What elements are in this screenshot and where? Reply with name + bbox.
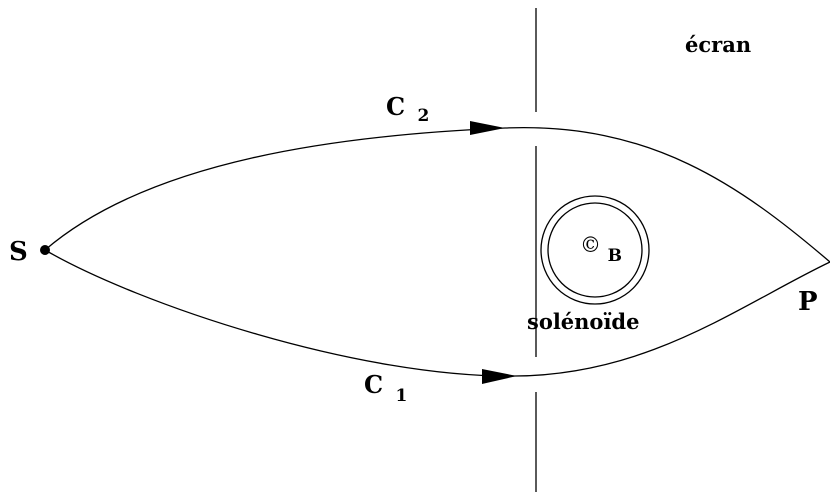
path-c2 [44, 121, 830, 263]
source-dot [40, 245, 50, 255]
path-c1-arrowhead [482, 369, 517, 384]
path-c2-label: C 2 [386, 92, 429, 126]
path-c2-index: 2 [417, 106, 429, 126]
solenoid-inner-circle [547, 202, 643, 298]
path-c1 [44, 249, 830, 384]
path-c1-curve [44, 249, 830, 377]
source-label: S [9, 237, 28, 267]
path-c2-curve [44, 126, 830, 263]
solenoid-label: solénoïde [527, 309, 639, 334]
magnetic-field-label: © B [580, 233, 622, 266]
magnetic-field-symbol: © [580, 233, 601, 257]
path-c1-letter: C [364, 370, 383, 399]
path-c1-index: 1 [395, 386, 407, 406]
path-c2-arrowhead [470, 121, 505, 135]
screen-label: écran [685, 32, 751, 57]
path-c2-letter: C [386, 92, 405, 121]
magnetic-field-index: B [608, 246, 622, 266]
path-c1-label: C 1 [364, 370, 407, 406]
solenoid-outer-circle [540, 195, 650, 305]
solenoid [540, 195, 650, 305]
point-label: P [798, 287, 818, 317]
